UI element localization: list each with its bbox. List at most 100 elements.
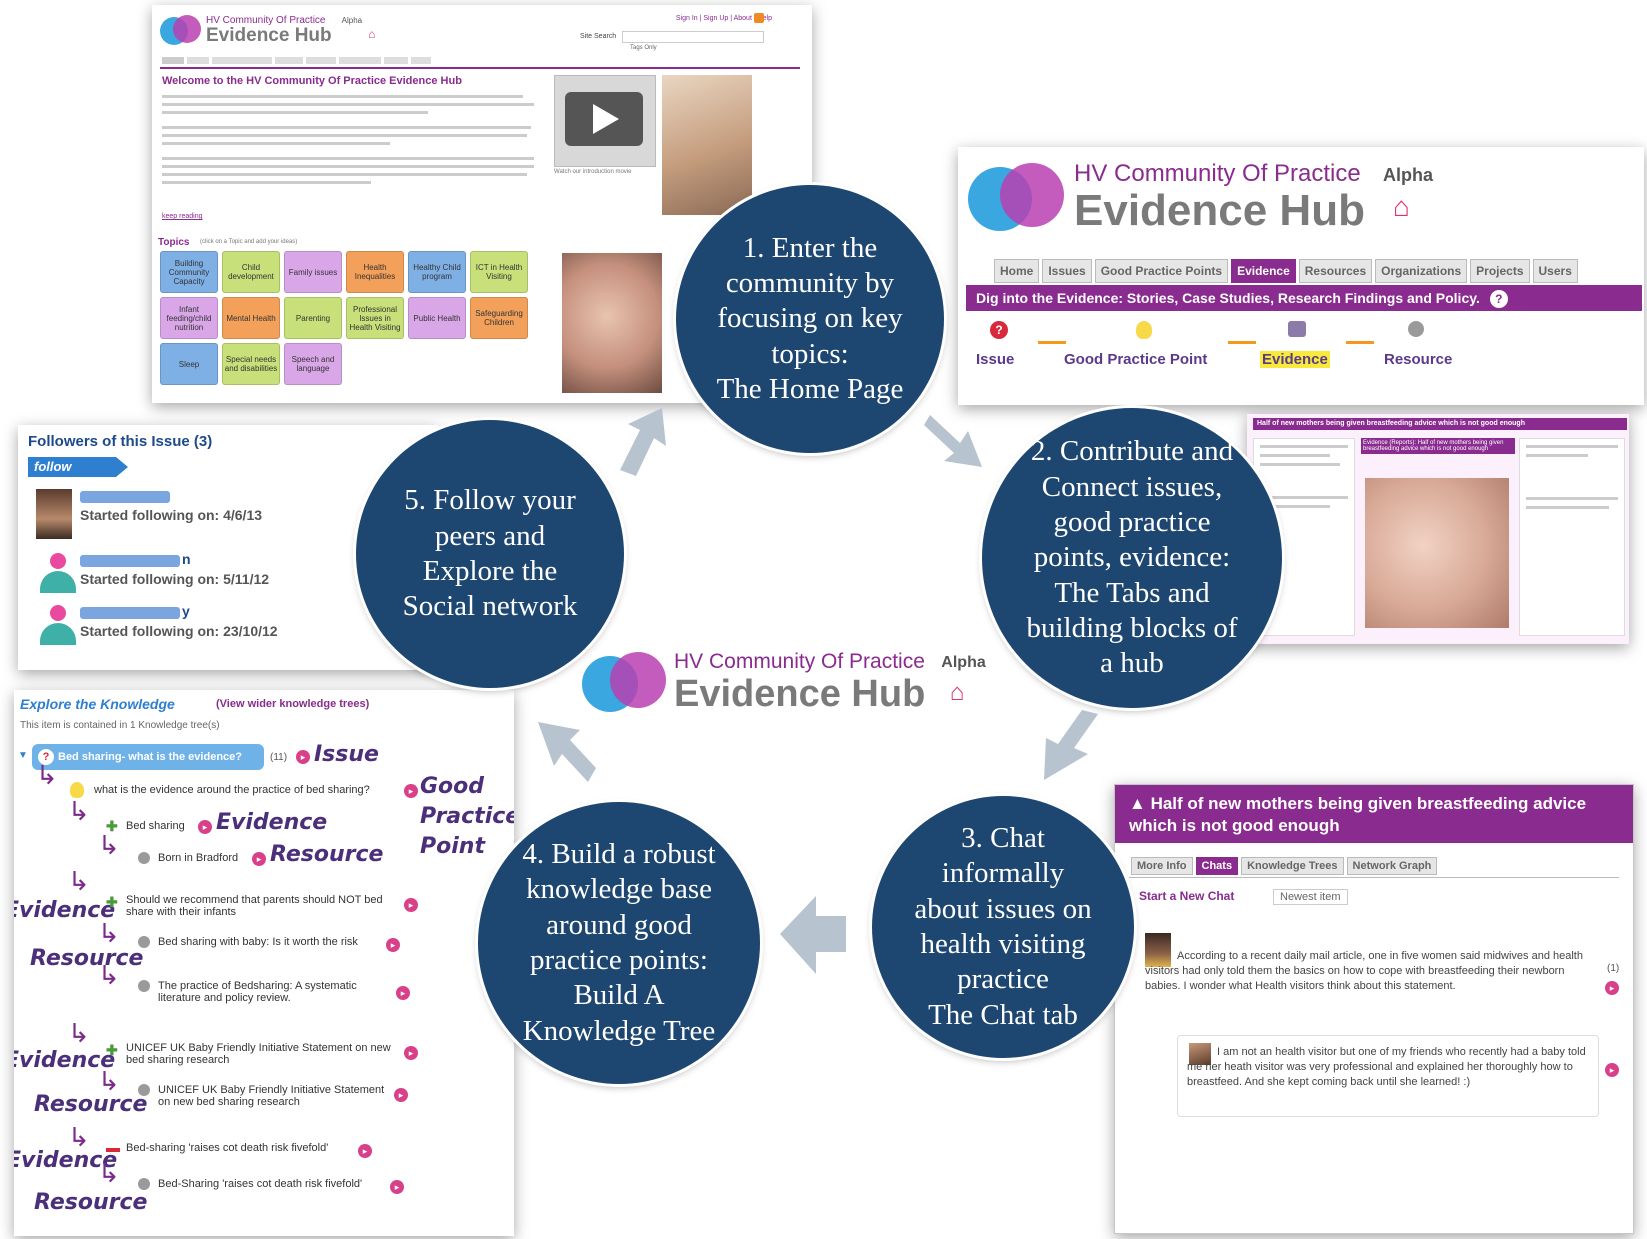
tree-item[interactable]: UNICEF UK Baby Friendly Initiative State… — [158, 1084, 385, 1108]
rss-icon[interactable] — [754, 13, 764, 23]
tabs-logo[interactable]: HV Community Of Practice Evidence Hub Al… — [968, 157, 1433, 237]
topic-tile[interactable]: Professional Issues in Health Visiting — [346, 297, 404, 339]
mini-tab[interactable] — [275, 57, 303, 64]
topic-tile[interactable]: Healthy Child program — [408, 251, 466, 293]
label-gpp-3: Point — [420, 834, 485, 859]
mini-tab[interactable] — [384, 57, 408, 64]
topic-tile[interactable]: Child development — [222, 251, 280, 293]
topic-tile[interactable]: Speech and language — [284, 343, 342, 385]
expand-dot-icon[interactable]: ▸ — [1605, 1063, 1619, 1077]
tree-item[interactable]: UNICEF UK Baby Friendly Initiative State… — [126, 1042, 391, 1066]
home-logo[interactable]: HV Community Of Practice Evidence Hub Al… — [160, 13, 375, 47]
tab-home[interactable]: Home — [994, 259, 1040, 283]
mini-tab[interactable] — [411, 57, 431, 64]
cycle-arrow-2-to-3 — [1044, 710, 1098, 780]
start-chat-link[interactable]: Start a New Chat — [1139, 889, 1234, 903]
followers-screenshot: Followers of this Issue (3) follow Start… — [18, 425, 438, 670]
topic-tile[interactable]: Sleep — [160, 343, 218, 385]
mini-tab[interactable] — [187, 57, 209, 64]
expand-dot-icon[interactable]: ▸ — [1605, 981, 1619, 995]
expand-dot-icon[interactable]: ▸ — [390, 1180, 404, 1194]
tags-only-label[interactable]: Tags Only — [630, 45, 657, 51]
expand-dot-icon[interactable]: ▸ — [386, 938, 400, 952]
step-1-text: 1. Enter the community by focusing on ke… — [716, 231, 904, 406]
topic-tile[interactable]: Public Health — [408, 297, 466, 339]
topic-tile[interactable]: Infant feeding/child nutrition — [160, 297, 218, 339]
tabs-screenshot: HV Community Of Practice Evidence Hub Al… — [958, 147, 1644, 405]
keep-reading-link[interactable]: keep reading — [162, 213, 203, 220]
tab-resources[interactable]: Resources — [1298, 259, 1373, 283]
site-search-input[interactable] — [622, 31, 764, 43]
flow-evidence[interactable]: Evidence — [1260, 351, 1330, 368]
tree-item[interactable]: Should we recommend that parents should … — [126, 894, 383, 918]
newest-select[interactable]: Newest item — [1273, 889, 1348, 905]
home-icon[interactable]: ⌂ — [1392, 191, 1410, 222]
top-links[interactable]: Sign In | Sign Up | About | Help — [675, 15, 772, 22]
tab-users[interactable]: Users — [1532, 259, 1578, 283]
root-issue-label: Bed sharing- what is the evidence? — [58, 751, 242, 763]
expand-dot-icon[interactable]: ▸ — [404, 898, 418, 912]
tab-good-practice-points[interactable]: Good Practice Points — [1094, 259, 1229, 283]
tree-item[interactable]: The practice of Bedsharing: A systematic… — [158, 980, 357, 1004]
help-icon[interactable]: ? — [1489, 290, 1508, 308]
tab-evidence[interactable]: Evidence — [1231, 259, 1296, 283]
expand-dot-icon[interactable]: ▸ — [404, 784, 418, 798]
step-2-circle: 2. Contribute and Connect issues, good p… — [982, 408, 1282, 708]
person-avatar-icon — [40, 605, 76, 645]
evidence-mini-right — [1519, 438, 1625, 636]
tree-item[interactable]: Bed-Sharing 'raises cot death risk fivef… — [158, 1178, 363, 1190]
issue-question-icon: ? — [990, 321, 1008, 339]
mini-tab[interactable] — [212, 57, 272, 64]
expand-dot-icon[interactable]: ▸ — [198, 820, 212, 834]
topic-tile[interactable]: Building Community Capacity — [160, 251, 218, 293]
mini-tab[interactable] — [306, 57, 336, 64]
tree-item[interactable]: Bed sharing with baby: Is it worth the r… — [158, 936, 358, 948]
home-icon[interactable]: ⌂ — [368, 27, 376, 41]
tree-item-gpp[interactable]: what is the evidence around the practice… — [94, 784, 370, 796]
expand-dot-icon[interactable]: ▸ — [396, 986, 410, 1000]
view-wider-link[interactable]: (View wider knowledge trees) — [216, 698, 370, 710]
chat-tab-knowledge-trees[interactable]: Knowledge Trees — [1241, 857, 1344, 875]
tree-item[interactable]: Born in Bradford — [158, 852, 239, 864]
play-icon[interactable] — [593, 104, 619, 134]
topic-tile[interactable]: Safeguarding Children — [470, 297, 528, 339]
mini-tab[interactable] — [339, 57, 381, 64]
person-avatar-icon — [40, 553, 76, 593]
expand-dot-icon[interactable]: ▸ — [358, 1144, 372, 1158]
expand-dot-icon[interactable]: ▸ — [404, 1046, 418, 1060]
expand-arrow-icon[interactable]: ▼ — [18, 750, 28, 761]
follow-button[interactable]: follow — [28, 457, 128, 477]
chat-tab-network-graph[interactable]: Network Graph — [1346, 857, 1438, 875]
flow-issue[interactable]: Issue — [976, 351, 1015, 368]
mini-tab[interactable] — [162, 57, 184, 64]
tab-projects[interactable]: Projects — [1470, 259, 1530, 283]
tab-organizations[interactable]: Organizations — [1375, 259, 1468, 283]
topic-tile[interactable]: Parenting — [284, 297, 342, 339]
topic-tile[interactable]: Mental Health — [222, 297, 280, 339]
tab-issues[interactable]: Issues — [1042, 259, 1092, 283]
resource-icon — [138, 1084, 150, 1096]
topic-tile[interactable]: ICT in Health Visiting — [470, 251, 528, 293]
tree-item[interactable]: Bed sharing — [126, 820, 185, 832]
evidence-banner-text: Dig into the Evidence: Stories, Case Stu… — [976, 290, 1480, 306]
resource-icon — [1408, 321, 1424, 337]
topic-tile[interactable]: Special needs and disabilities — [222, 343, 280, 385]
topic-tile[interactable]: Family issues — [284, 251, 342, 293]
tabs-logo-alpha: Alpha — [1382, 164, 1433, 185]
step-1-circle: 1. Enter the community by focusing on ke… — [676, 185, 944, 453]
chat-tab-chats[interactable]: Chats — [1195, 857, 1239, 875]
plus-icon: ✚ — [106, 818, 118, 834]
root-issue-node[interactable]: Bed sharing- what is the evidence? — [32, 744, 264, 770]
evidence-mini-title: Half of new mothers being given breastfe… — [1257, 420, 1525, 427]
expand-dot-icon[interactable]: ▸ — [296, 750, 310, 764]
tree-arrow: ↳ — [36, 760, 58, 790]
chat-title: Half of new mothers being given breastfe… — [1129, 794, 1587, 835]
expand-dot-icon[interactable]: ▸ — [394, 1088, 408, 1102]
intro-video[interactable] — [554, 75, 656, 167]
tree-item[interactable]: Bed-sharing 'raises cot death risk fivef… — [126, 1142, 329, 1154]
flow-resource[interactable]: Resource — [1384, 351, 1453, 368]
flow-gpp[interactable]: Good Practice Point — [1064, 351, 1208, 368]
topic-tile[interactable]: Health Inequalities — [346, 251, 404, 293]
chat-tab-more-info[interactable]: More Info — [1131, 857, 1193, 875]
expand-dot-icon[interactable]: ▸ — [252, 852, 266, 866]
